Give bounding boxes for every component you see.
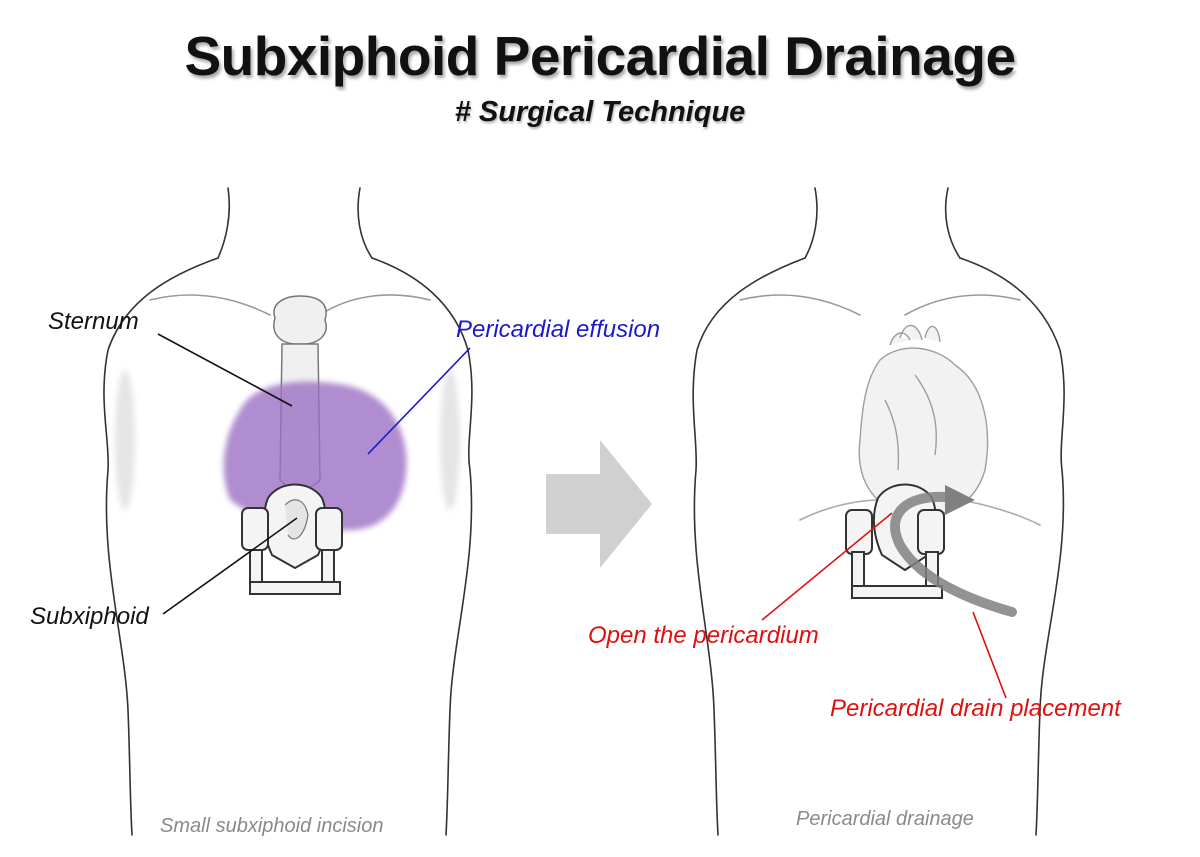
left-shading — [115, 370, 460, 510]
label-subxiphoid: Subxiphoid — [30, 603, 149, 630]
diagram-subtitle: # Surgical Technique — [454, 96, 746, 128]
effusion-leader — [367, 347, 471, 455]
right-torso — [692, 187, 1065, 836]
caption-left: Small subxiphoid incision — [160, 815, 384, 837]
retractor-right — [845, 483, 945, 599]
label-sternum: Sternum — [48, 308, 139, 335]
label-drain-placement: Pericardial drain placement — [830, 695, 1121, 722]
heart — [858, 324, 989, 517]
drain-arrowhead — [945, 485, 975, 515]
drain-leader — [972, 611, 1007, 699]
label-open-pericardium: Open the pericardium — [588, 622, 819, 649]
drain-tube — [890, 491, 1017, 617]
sternum-leader — [157, 333, 293, 407]
effusion-region — [223, 381, 407, 531]
transition-arrow — [546, 440, 652, 568]
subxiphoid-leader — [162, 517, 298, 615]
open-leader — [761, 512, 893, 621]
left-torso — [103, 187, 473, 836]
retractor-left — [241, 483, 343, 595]
label-pericardial-effusion: Pericardial effusion — [456, 316, 661, 343]
caption-right: Pericardial drainage — [796, 808, 974, 830]
diagram-title: Subxiphoid Pericardial Drainage — [184, 25, 1016, 87]
